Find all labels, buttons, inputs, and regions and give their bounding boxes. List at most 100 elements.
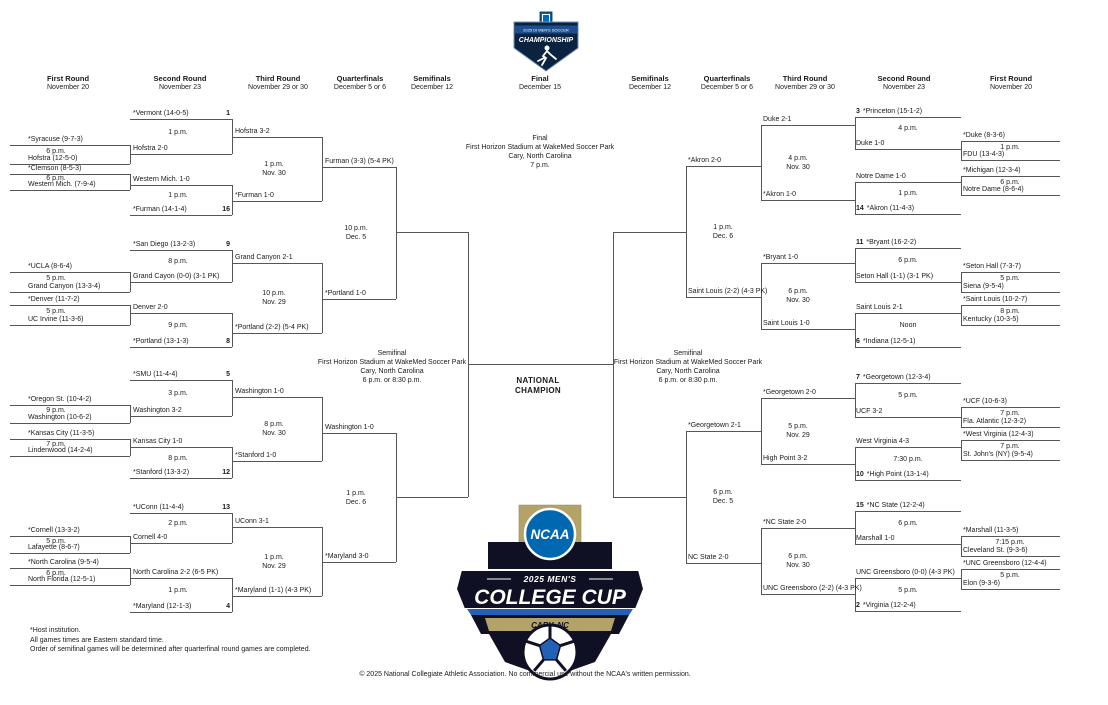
match-connector <box>961 141 962 160</box>
seed-number: 9 <box>226 241 230 248</box>
team-label: *Georgetown 2-1 <box>688 422 741 429</box>
header-date-label: November 23 <box>158 84 202 91</box>
team-line <box>232 263 322 264</box>
team-name: *High Point (13-1-4) <box>866 471 929 478</box>
match-connector <box>961 176 962 195</box>
team-line <box>855 117 961 118</box>
game-time: 1 p.m. <box>346 489 366 497</box>
game-time: 6 p.m. <box>46 569 66 577</box>
game-date: Nov. 30 <box>786 297 810 304</box>
game-time: 5 p.m. <box>788 423 808 430</box>
game-date: Nov. 30 <box>262 170 286 177</box>
championship-subtitle: 2025 DI MEN'S SOCCER <box>523 28 569 33</box>
team-label: Lafayette (8-6-7) <box>28 544 80 551</box>
team-name: *Akron (11-4-3) <box>866 205 915 212</box>
game-date: Dec. 5 <box>345 234 367 241</box>
header-round-label: Final <box>531 74 549 83</box>
team-line <box>232 527 322 528</box>
team-line <box>232 461 322 462</box>
seed-number: 11 <box>856 239 864 246</box>
match-connector <box>855 248 856 282</box>
game-date: Nov. 29 <box>786 432 810 439</box>
match-connector <box>232 250 233 282</box>
team-line <box>130 250 232 251</box>
game-time: 1 p.m. <box>264 161 284 168</box>
match-connector <box>322 137 323 201</box>
team-line <box>10 292 130 293</box>
team-label: *Maryland (1-1) (4-3 PK) <box>235 587 312 594</box>
team-label: *Duke (8-3-6) <box>963 132 1006 139</box>
game-time: Noon <box>899 322 917 329</box>
team-label: FDU (13-4-3) <box>963 151 1005 158</box>
semifinal-line <box>396 232 468 233</box>
team-label: Notre Dame 1-0 <box>856 173 906 180</box>
team-line <box>761 200 855 201</box>
match-connector <box>232 513 233 543</box>
seed-number: 3 <box>856 108 860 115</box>
header-round-label: First Round <box>989 74 1033 83</box>
seed-number: 13 <box>222 504 230 511</box>
game-time: 7:15 p.m. <box>995 539 1025 546</box>
team-line <box>10 568 130 569</box>
match-connector <box>855 117 856 149</box>
team-line <box>322 562 396 563</box>
team-label: *Kansas City (11-3-5) <box>28 430 95 437</box>
final-venue-block: Final First Horizon Stadium at WakeMed S… <box>440 134 640 170</box>
header-round-label: Second Round <box>877 74 931 83</box>
header-round-label: Third Round <box>255 74 301 83</box>
match-connector <box>130 405 131 423</box>
game-time: 1 p.m. <box>713 223 733 231</box>
game-time: 8 p.m. <box>168 258 188 265</box>
team-label: *Syracuse (9-7-3) <box>28 136 83 143</box>
team-label: *Saint Louis (10-2-7) <box>963 296 1028 303</box>
semifinal-venue: First Horizon Stadium at WakeMed Soccer … <box>317 359 467 366</box>
team-line <box>10 423 130 424</box>
team-line <box>130 380 232 381</box>
team-line <box>130 313 232 314</box>
seed-number: 15 <box>856 502 864 509</box>
ncaa-wordmark: NCAA <box>531 527 570 542</box>
final-venue: First Horizon Stadium at WakeMed Soccer … <box>465 144 615 151</box>
game-time: 6 p.m. <box>898 257 918 264</box>
team-line <box>322 433 396 434</box>
game-time: 5 p.m. <box>898 392 918 399</box>
team-label: Hofstra (12-5-0) <box>28 155 78 162</box>
game-time: 6 p.m. <box>46 147 66 155</box>
team-name: *Princeton (15-1-2) <box>862 108 923 115</box>
team-label: *Georgetown 2-0 <box>763 389 816 396</box>
team-line <box>855 182 961 183</box>
semifinal-label: Semifinal <box>377 350 407 357</box>
game-time: 7 p.m. <box>1000 443 1020 450</box>
blue-accent-strip <box>467 609 633 615</box>
team-line <box>130 447 232 448</box>
team-line <box>10 325 130 326</box>
semifinal-venue-block-left: Semifinal First Horizon Stadium at WakeM… <box>312 349 472 385</box>
team-line <box>130 347 232 348</box>
team-label: *West Virginia (12-4-3) <box>963 431 1034 438</box>
seed-number: 4 <box>226 603 230 610</box>
team-name: *Indiana (12-5-1) <box>862 338 916 345</box>
team-line <box>855 149 961 150</box>
team-label: Washington (10-6-2) <box>28 414 92 421</box>
seed-number: 7 <box>856 374 860 381</box>
ncaa-disk: NCAA <box>523 507 577 561</box>
team-label: Washington 1-0 <box>235 388 284 395</box>
team-name: *Bryant (16-2-2) <box>866 239 917 246</box>
game-date: Dec. 6 <box>712 232 734 240</box>
final-time: 7 p.m. <box>530 162 550 169</box>
team-line <box>10 190 130 191</box>
team-label: Cornell 4-0 <box>133 534 168 541</box>
game-time-block: 6 p.m.Dec. 5 <box>693 488 753 506</box>
header-round-label: Third Round <box>782 74 828 83</box>
header-date-label: November 23 <box>882 84 926 91</box>
seed-number: 8 <box>226 338 230 345</box>
team-label: North Carolina 2-2 (6-5 PK) <box>133 569 219 576</box>
team-label: *Seton Hall (7-3-7) <box>963 263 1021 270</box>
team-label: 7*Georgetown (12-3-4) <box>856 374 931 382</box>
team-line <box>10 272 130 273</box>
game-time: 1 p.m. <box>264 553 284 561</box>
